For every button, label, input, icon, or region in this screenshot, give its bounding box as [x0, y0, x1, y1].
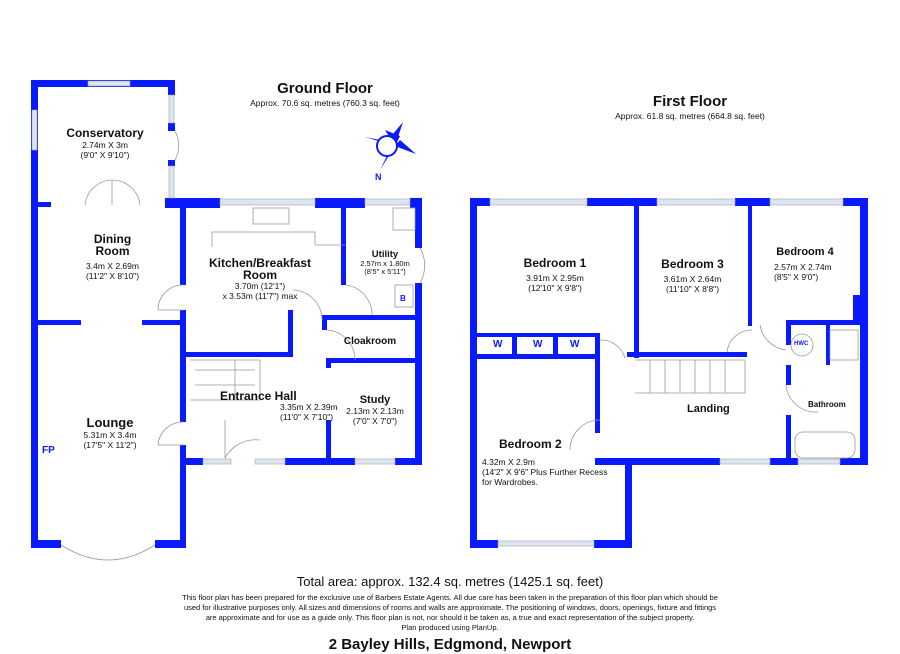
room-bedroom-2: Bedroom 2 4.32m X 2.9m (14'2" X 9'6" Plu… [482, 437, 608, 487]
ground-floor-title: Ground Floor [277, 80, 373, 97]
room-landing: Landing [687, 403, 730, 415]
room-entrance-hall: Entrance Hall 3.35m X 2.39m (11'0" X 7'1… [220, 389, 338, 422]
ground-floor-area: Approx. 70.6 sq. metres (760.3 sq. feet) [250, 98, 400, 108]
fireplace-label: FP [42, 445, 55, 456]
windows [31, 80, 844, 547]
hwc-label: HWC [794, 341, 809, 347]
room-bedroom-3: Bedroom 3 3.61m X 2.64m (11'10" X 8'8") [661, 257, 724, 294]
room-bedroom-4: Bedroom 4 2.57m X 2.74m (8'5" X 9'0") [774, 246, 834, 282]
total-area: Total area: approx. 132.4 sq. metres (14… [296, 574, 604, 589]
room-study: Study 2.13m X 2.13m (7'0" X 7'0") [346, 394, 404, 426]
room-cloakroom: Cloakroom [343, 336, 397, 347]
room-utility: Utility 2.57m x 1.80m (8'5" x 5'11") [360, 249, 410, 276]
room-dining: Dining Room 3.4m X 2.69m (11'2" X 8'10") [85, 232, 140, 281]
room-bathroom: Bathroom [808, 400, 846, 409]
doors-fixtures [60, 130, 859, 561]
wardrobe-label: W [493, 339, 503, 350]
wardrobe-label: W [570, 339, 580, 350]
boiler-label: B [400, 294, 406, 303]
walls [31, 80, 868, 548]
compass-north-label: N [375, 172, 382, 182]
first-floor-area: Approx. 61.8 sq. metres (664.8 sq. feet) [615, 111, 765, 121]
disclaimer: This floor plan has been prepared for th… [182, 593, 718, 632]
compass-icon [365, 122, 416, 170]
room-lounge: Lounge 5.31m X 3.4m (17'5" X 11'2") [83, 415, 137, 450]
room-conservatory: Conservatory 2.74m X 3m (9'0" X 9'10") [66, 126, 144, 160]
room-bedroom-1: Bedroom 1 3.91m X 2.95m (12'10" X 9'8") [523, 256, 587, 293]
property-address: 2 Bayley Hills, Edgmond, Newport [328, 636, 572, 653]
first-floor-title: First Floor [652, 93, 728, 110]
wardrobe-label: W [533, 339, 543, 350]
room-kitchen: Kitchen/Breakfast Room 3.70m (12'1") x 3… [208, 256, 312, 301]
